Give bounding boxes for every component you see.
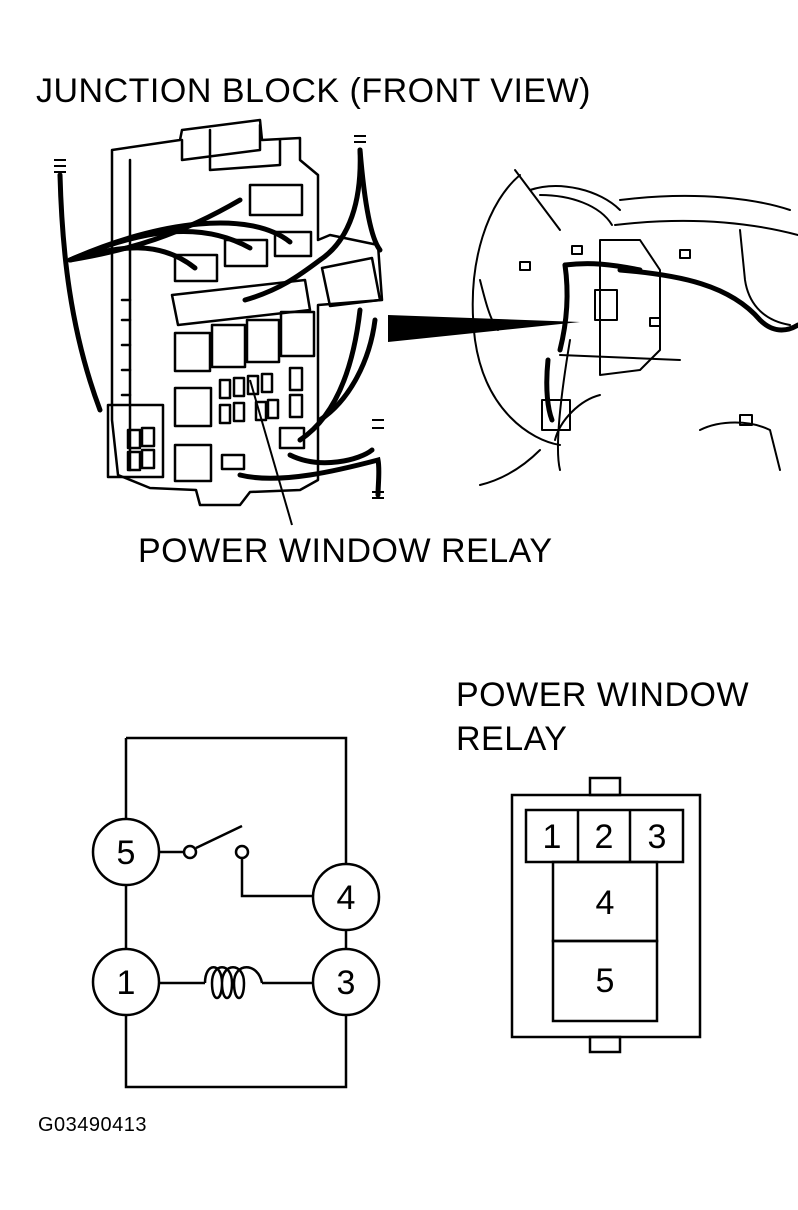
relay-5 — [173, 386, 213, 428]
pin-5-label: 5 — [596, 962, 615, 1000]
bottom-tab — [588, 1035, 622, 1054]
location-arrow — [388, 315, 580, 342]
diagram-title: JUNCTION BLOCK (FRONT VIEW) — [36, 72, 591, 110]
terminal-5-circle — [91, 817, 161, 887]
fuse-block-c — [273, 230, 313, 258]
relay-title-line-2: RELAY — [456, 720, 568, 758]
switch-output-lead — [240, 858, 313, 898]
pin-4-label: 4 — [596, 884, 615, 922]
coil — [203, 966, 264, 1000]
callout-leader — [249, 379, 293, 526]
harness-wire-left — [57, 172, 103, 413]
switch-contact-fixed — [182, 844, 198, 860]
fuse-block-b — [223, 238, 269, 268]
terminal-3-label: 3 — [337, 964, 356, 1002]
figure-code: G03490413 — [38, 1114, 148, 1136]
pin-5-cell — [551, 939, 659, 1023]
power-window-relay — [279, 310, 316, 358]
junction-block-housing — [110, 118, 384, 507]
terminal-1-circle — [91, 947, 161, 1017]
terminal-1-label: 1 — [117, 964, 136, 1002]
top-tab — [588, 776, 622, 797]
dashboard-view — [471, 169, 798, 486]
harness-wire-bottom — [237, 456, 382, 498]
switch-blade — [195, 824, 243, 850]
terminal-5-label: 5 — [117, 834, 136, 872]
power-window-relay-callout: POWER WINDOW RELAY — [138, 532, 553, 570]
relay-6 — [173, 443, 213, 483]
dash-harness-2 — [617, 267, 798, 333]
relay-1 — [173, 331, 212, 373]
pin-1-label: 1 — [543, 818, 562, 856]
terminal-4-circle — [311, 862, 381, 932]
relay-2 — [210, 323, 247, 369]
pin-2-label: 2 — [595, 818, 614, 856]
dash-harness-1 — [557, 262, 570, 353]
terminal-4-label: 4 — [337, 879, 356, 917]
pin-3-label: 3 — [648, 818, 667, 856]
relay-title-line-1: POWER WINDOW — [456, 676, 750, 714]
top-relay — [248, 183, 304, 217]
left-connector — [106, 403, 165, 479]
right-connector — [320, 256, 382, 308]
schematic-frame — [124, 736, 348, 1089]
bus-bar — [170, 278, 312, 327]
harness-wire-top — [242, 147, 363, 303]
steering-wheel-rim — [471, 174, 561, 446]
relay-location-box — [594, 289, 618, 321]
terminal-3-circle — [311, 947, 381, 1017]
fuse-block-a — [173, 253, 219, 283]
relay-3 — [245, 318, 281, 364]
